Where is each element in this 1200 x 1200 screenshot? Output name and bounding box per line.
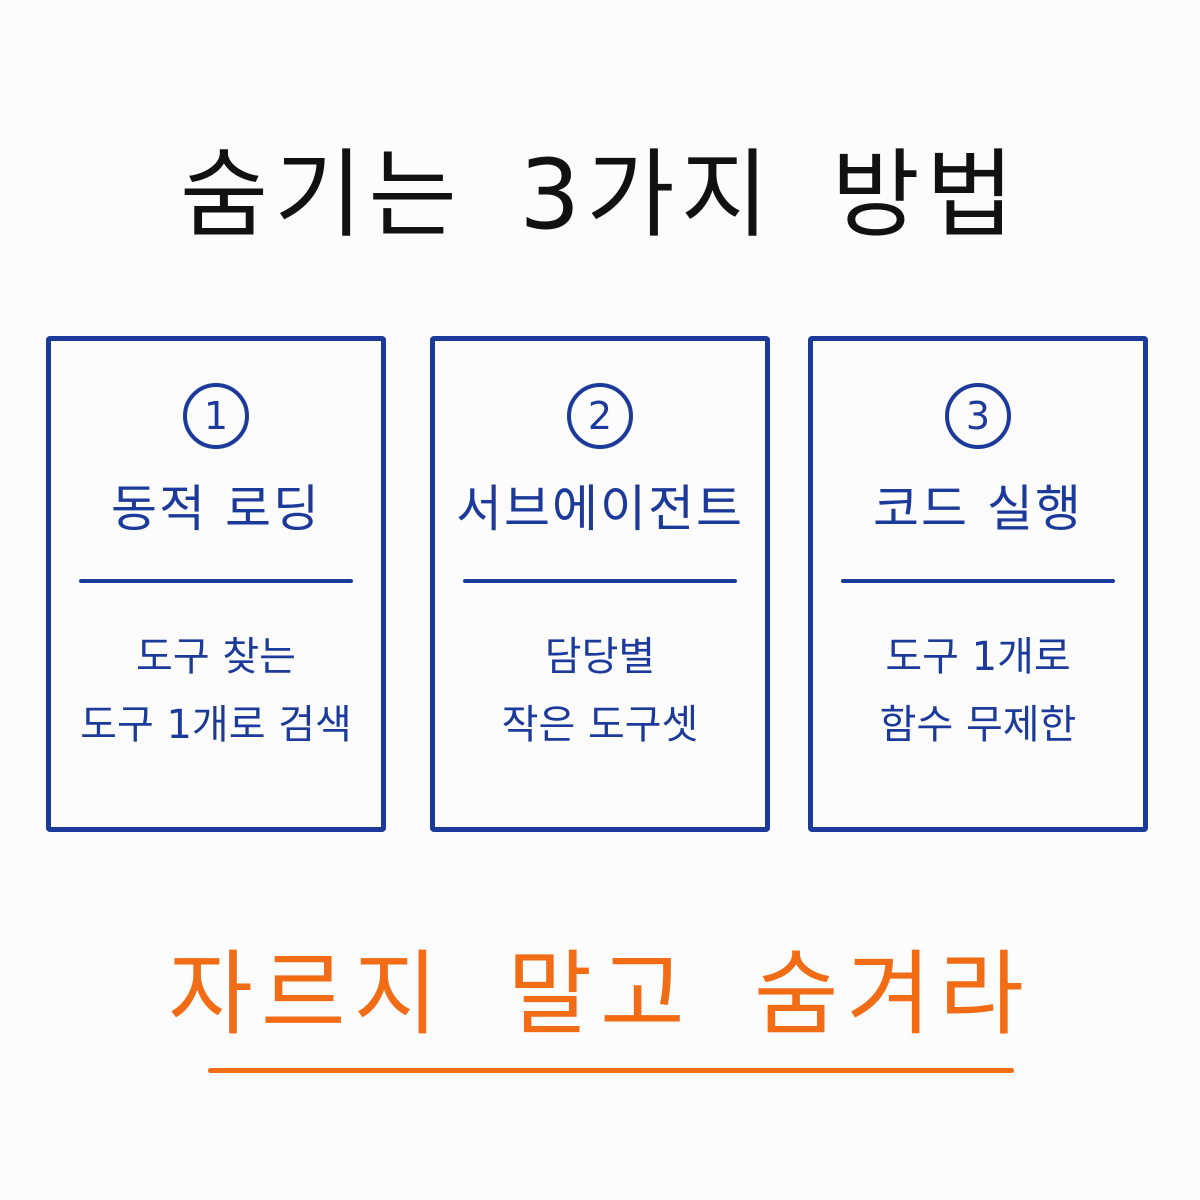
circled-number-2: 2 bbox=[567, 383, 633, 449]
card-description: 도구 찾는 도구 1개로 검색 bbox=[51, 623, 381, 759]
card-description-line: 함수 무제한 bbox=[879, 702, 1077, 748]
slogan-underline bbox=[208, 1068, 1014, 1073]
card-description-line: 작은 도구셋 bbox=[501, 702, 699, 748]
card-description-line: 도구 1개로 bbox=[885, 634, 1071, 680]
method-card-dynamic-loading: 1 동적 로딩 도구 찾는 도구 1개로 검색 bbox=[46, 336, 386, 832]
card-description: 도구 1개로 함수 무제한 bbox=[813, 623, 1143, 759]
card-divider bbox=[79, 579, 353, 583]
card-heading: 동적 로딩 bbox=[111, 480, 321, 538]
method-card-code-execution: 3 코드 실행 도구 1개로 함수 무제한 bbox=[808, 336, 1148, 832]
page-title: 숨기는 3가지 방법 bbox=[179, 139, 1021, 251]
card-divider bbox=[463, 579, 737, 583]
circled-number-3: 3 bbox=[945, 383, 1011, 449]
slogan: 자르지 말고 숨겨라 bbox=[168, 941, 1032, 1048]
card-heading: 서브에이전트 bbox=[456, 480, 744, 538]
circled-number-1: 1 bbox=[183, 383, 249, 449]
card-description: 담당별 작은 도구셋 bbox=[435, 623, 765, 759]
card-heading: 코드 실행 bbox=[873, 480, 1083, 538]
card-description-line: 담당별 bbox=[544, 634, 656, 680]
method-card-subagent: 2 서브에이전트 담당별 작은 도구셋 bbox=[430, 336, 770, 832]
card-divider bbox=[841, 579, 1115, 583]
card-description-line: 도구 찾는 bbox=[136, 634, 296, 680]
card-description-line: 도구 1개로 검색 bbox=[80, 702, 352, 748]
